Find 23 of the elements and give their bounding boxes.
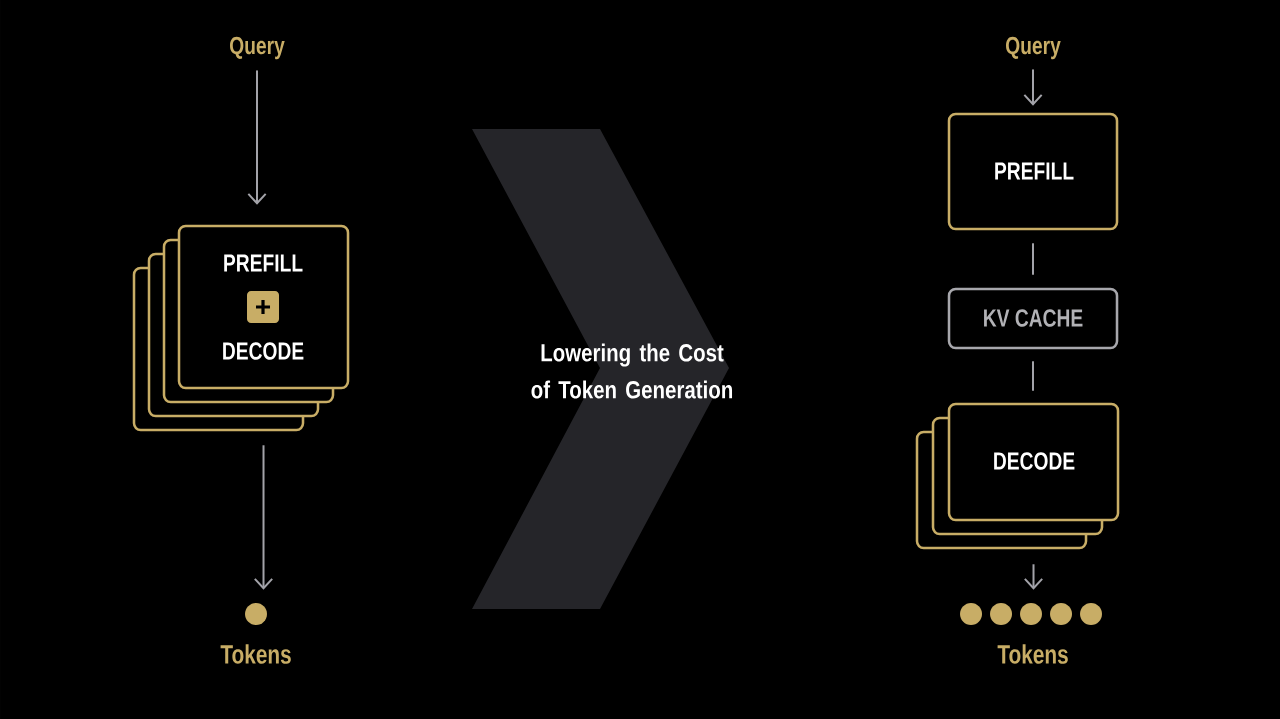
caption: Tokens (220, 644, 291, 664)
chevron-banner: Lowering the Cost of Token Generation (472, 129, 733, 609)
process-box: DECODE (947, 402, 1120, 522)
connector-line (1032, 242, 1034, 276)
input-label: Query (1006, 36, 1061, 60)
arrow (247, 69, 267, 205)
token-dot (1020, 603, 1042, 625)
node-label: DECODE (223, 342, 304, 360)
arrow (1023, 563, 1044, 590)
process-box: PREFILL (947, 112, 1119, 231)
connector-line (1032, 360, 1034, 392)
token-dot (1080, 603, 1102, 625)
arrow (253, 444, 274, 590)
node-label: PREFILL (224, 254, 303, 272)
token-dot (1050, 603, 1072, 625)
process-box: PREFILL DECODE (177, 224, 350, 390)
arrow (1023, 68, 1043, 106)
token-dot (960, 603, 982, 625)
caption: Tokens (997, 644, 1068, 664)
token-dot (245, 603, 267, 625)
token-dot (990, 603, 1012, 625)
input-label: Query (230, 36, 285, 60)
cache-box: KV CACHE (947, 287, 1119, 350)
